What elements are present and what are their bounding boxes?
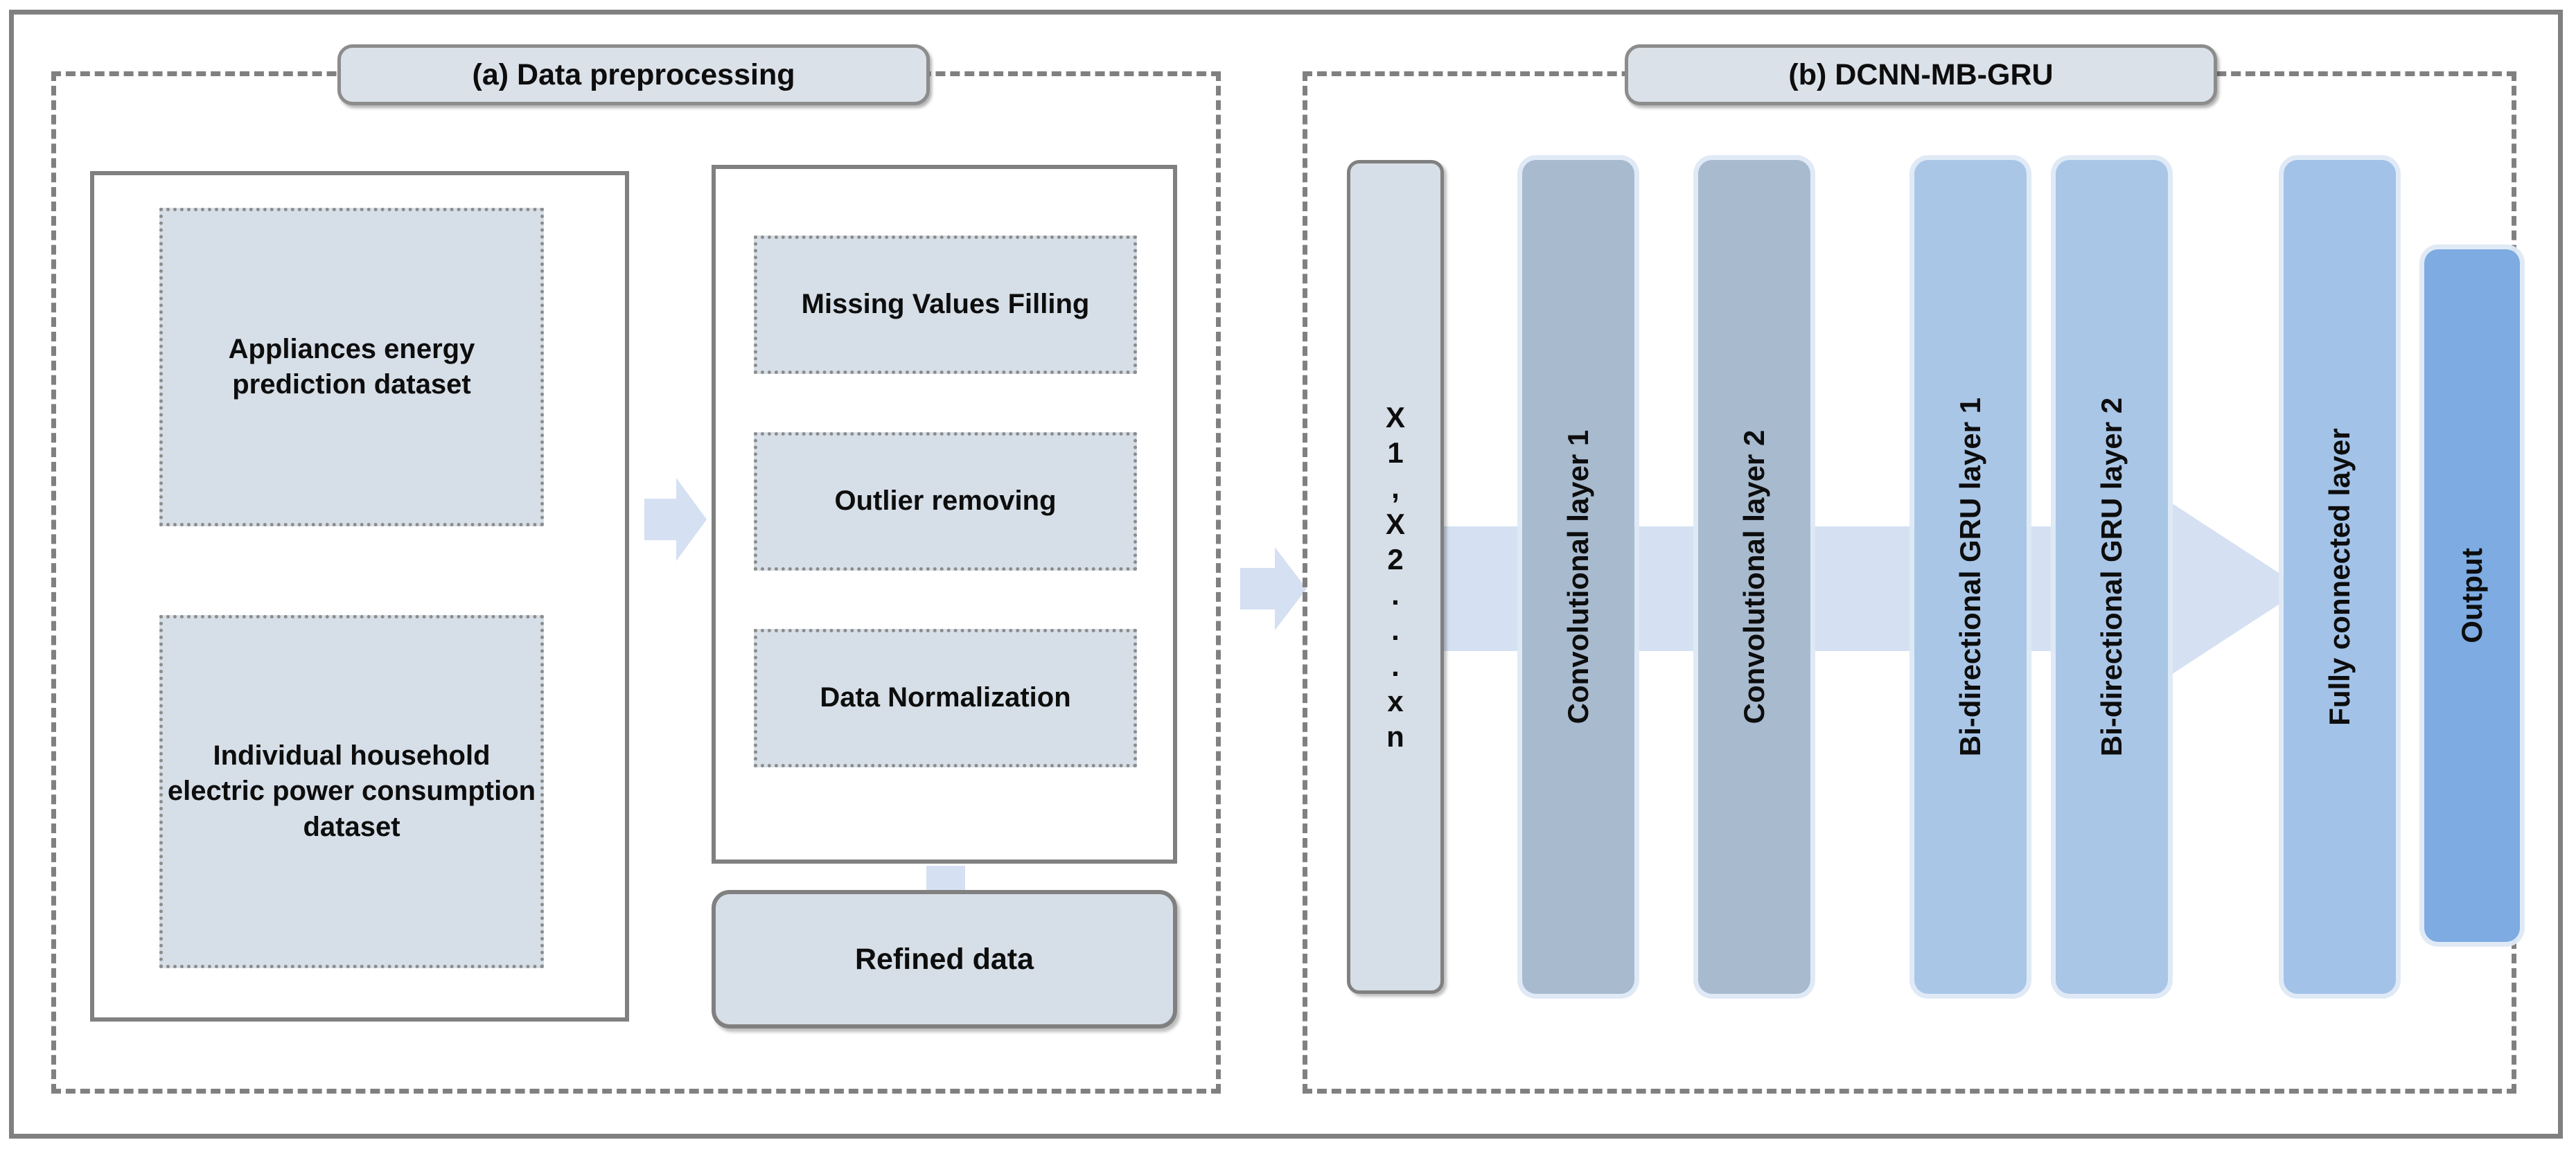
- layer-bar-convolutional-1: Convolutional layer 1: [1522, 160, 1634, 994]
- input-char: .: [1391, 614, 1400, 647]
- layer-label: Convolutional layer 2: [1738, 429, 1770, 724]
- layer-bar-fully-connected: Fully connected layer: [2284, 160, 2396, 994]
- refined-data-box: Refined data: [712, 890, 1177, 1028]
- input-sequence-bar: X 1 , X 2 . . . x n: [1347, 160, 1444, 994]
- layer-bar-bigru-2: Bi-directional GRU layer 2: [2056, 160, 2168, 994]
- layer-bar-bigru-1: Bi-directional GRU layer 1: [1914, 160, 2027, 994]
- dataset-box-household-power: Individual household electric power cons…: [159, 615, 544, 968]
- layer-label: Fully connected layer: [2323, 428, 2356, 726]
- input-char: .: [1391, 649, 1400, 682]
- output-label: Output: [2455, 548, 2488, 643]
- layer-label: Bi-directional GRU layer 2: [2095, 397, 2128, 757]
- step-box-data-normalization: Data Normalization: [754, 629, 1137, 767]
- step-box-missing-values-filling: Missing Values Filling: [754, 235, 1137, 374]
- step-box-outlier-removing: Outlier removing: [754, 432, 1137, 571]
- layer-label: Bi-directional GRU layer 1: [1954, 397, 1986, 757]
- input-sequence-label: X 1 , X 2 . . . x n: [1350, 400, 1440, 754]
- input-char: X: [1385, 400, 1405, 434]
- layer-bar-convolutional-2: Convolutional layer 2: [1698, 160, 1810, 994]
- layer-label: Convolutional layer 1: [1562, 429, 1594, 724]
- input-char: .: [1391, 578, 1400, 611]
- layer-bar-output: Output: [2424, 249, 2520, 942]
- input-char: 1: [1387, 436, 1404, 470]
- panel-a-title: (a) Data preprocessing: [337, 44, 930, 105]
- arrow-datasets-to-steps-icon: [644, 478, 707, 561]
- arrow-panel-a-to-panel-b-icon: [1240, 547, 1307, 630]
- input-char: n: [1386, 720, 1404, 753]
- panel-b-title: (b) DCNN-MB-GRU: [1625, 44, 2217, 105]
- input-char: ,: [1391, 472, 1400, 505]
- input-char: 2: [1387, 542, 1404, 576]
- dataset-box-appliances-energy: Appliances energy prediction dataset: [159, 208, 544, 526]
- input-char: x: [1387, 684, 1404, 718]
- input-char: X: [1385, 507, 1405, 540]
